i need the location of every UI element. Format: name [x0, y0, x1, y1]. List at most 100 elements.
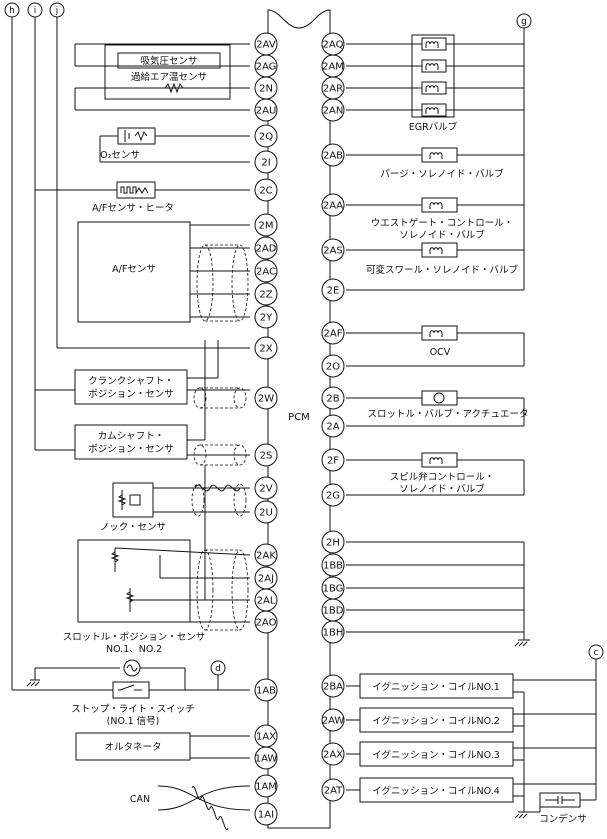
stop-switch-icon: [112, 681, 150, 699]
terminal-d: d: [210, 660, 226, 676]
left-pin-label: 1AX: [256, 732, 276, 743]
af-sensor-label: A/Fセンサ: [112, 264, 156, 275]
pcm-label: PCM: [288, 412, 310, 423]
knock-twisted-pair: [194, 484, 241, 492]
condenser-label: コンデンサ: [539, 813, 587, 825]
left-pin-circle: [254, 443, 278, 467]
right-pin-circle: [321, 238, 345, 262]
right-pin-label: 2BA: [323, 682, 343, 693]
coil1-box: [359, 673, 514, 699]
right-pin-label: 2AQ: [323, 40, 344, 51]
ocv-icon: [421, 325, 458, 341]
left-pin-label: 2AL: [257, 596, 276, 607]
pcm-body: [267, 9, 331, 829]
left-pin-label: 2AK: [256, 551, 276, 562]
alternator-box: [75, 732, 191, 761]
right-pin-circle: [321, 553, 345, 577]
left-pin-circle: [254, 500, 278, 524]
stop-switch-label-2: (NO.1 信号): [107, 715, 160, 727]
right-pin-label: 1BB: [323, 561, 343, 572]
crank-label-2: ポジション・センサ: [88, 389, 174, 400]
left-pin-label: 2AG: [256, 62, 277, 73]
coil3-label: イグニッション・コイルNO.3: [372, 749, 500, 761]
right-pin-label: 2AB: [323, 151, 343, 162]
terminal-j-label: j: [55, 6, 59, 16]
tps-box: [77, 539, 191, 623]
left-pin-circle: [254, 178, 278, 202]
coil3-box: [359, 741, 514, 767]
right-pin-label: 2AF: [324, 329, 343, 340]
purge-valve-icon: [421, 147, 458, 163]
left-pin-label: 2N: [259, 84, 273, 95]
left-pin-label: 2C: [259, 186, 272, 197]
right-pin-label: 2AX: [323, 750, 343, 761]
spill-label-1: スピル弁コントロール・: [390, 471, 495, 483]
left-pin-label: 1AI: [258, 810, 274, 821]
left-pin-circle: [254, 259, 278, 283]
right-pin-circle: [321, 448, 345, 472]
right-pin-circle: [321, 321, 345, 345]
right-pin-circle: [321, 193, 345, 217]
right-pin-label: 2G: [326, 491, 340, 502]
throttle-actuator-label: スロットル・バルブ・アクチュエータ: [367, 408, 528, 420]
terminal-h: h: [4, 2, 20, 18]
terminal-g-label: g: [521, 17, 527, 27]
left-pin-label: 1AM: [255, 782, 277, 793]
left-pin-circle: [254, 678, 278, 702]
left-pin-circle: [254, 746, 278, 770]
left-pin-label: 2X: [259, 344, 272, 355]
left-pin-label: 1AW: [255, 754, 278, 765]
can-twist-symbol: [191, 785, 229, 831]
thermistor-symbol: [164, 82, 184, 94]
right-pin-circle: [321, 143, 345, 167]
coil4-box: [359, 777, 514, 803]
cam-label-2: ポジション・センサ: [88, 444, 174, 455]
right-pin-circle: [321, 386, 345, 410]
left-pin-label: 2W: [258, 394, 274, 405]
right-pin-circle: [321, 620, 345, 644]
left-pin-circle: [254, 336, 278, 360]
right-pin-circle: [321, 674, 345, 698]
wastegate-label-1: ウエストゲート・コントロール・: [371, 217, 514, 229]
intake-pressure-box: [117, 52, 221, 69]
left-pin-circle: [254, 98, 278, 122]
can-label: CAN: [130, 794, 150, 805]
left-pin-label: 2Q: [259, 132, 273, 143]
terminal-h-label: h: [9, 6, 15, 16]
crank-sensor-box: [74, 369, 188, 405]
cam-label-1: カムシャフト・: [98, 431, 165, 442]
left-pin-label: 2I: [261, 158, 270, 169]
purge-label: パージ・ソレノイド・バルブ: [380, 168, 504, 180]
terminal-i: i: [27, 2, 43, 18]
right-pin-circle: [321, 354, 345, 378]
left-pin-circle: [254, 476, 278, 500]
knock-sensor-box: [112, 482, 154, 518]
left-pin-label: 2Z: [259, 290, 272, 301]
right-pin-label: 2AT: [324, 786, 343, 797]
crank-label-1: クランクシャフト・: [88, 376, 174, 387]
ocv-label: OCV: [430, 347, 451, 358]
left-pin-circle: [254, 213, 278, 237]
coil2-label: イグニッション・コイルNO.2: [372, 715, 500, 727]
terminal-j: j: [49, 2, 65, 18]
wastegate-label-2: ソレノイド・バルブ: [399, 229, 485, 241]
right-pin-label: 2AM: [322, 62, 344, 73]
terminal-g: g: [516, 13, 532, 29]
boost-air-temp-label: 過給エア温センサ: [131, 71, 207, 83]
right-pin-label: 2AN: [323, 106, 344, 117]
can-twisted-pair: [157, 785, 251, 811]
swirl-label: 可変スワール・ソレノイド・バルブ: [366, 264, 519, 276]
coil1-label: イグニッション・コイルNO.1: [372, 681, 500, 693]
left-pin-circle: [254, 610, 278, 634]
left-pin-circle: [254, 774, 278, 798]
left-pin-circle: [254, 802, 278, 826]
intake-pressure-label: 吸気圧センサ: [140, 55, 197, 67]
terminal-d-label: d: [215, 664, 221, 674]
terminal-c: c: [588, 644, 604, 660]
af-sensor-box: [77, 221, 191, 323]
tps-label-2: NO.1、NO.2: [106, 644, 162, 655]
left-pin-label: 2Y: [260, 313, 273, 324]
knock-label: ノック・センサ: [100, 522, 166, 533]
left-pin-label: 2AC: [256, 267, 276, 278]
